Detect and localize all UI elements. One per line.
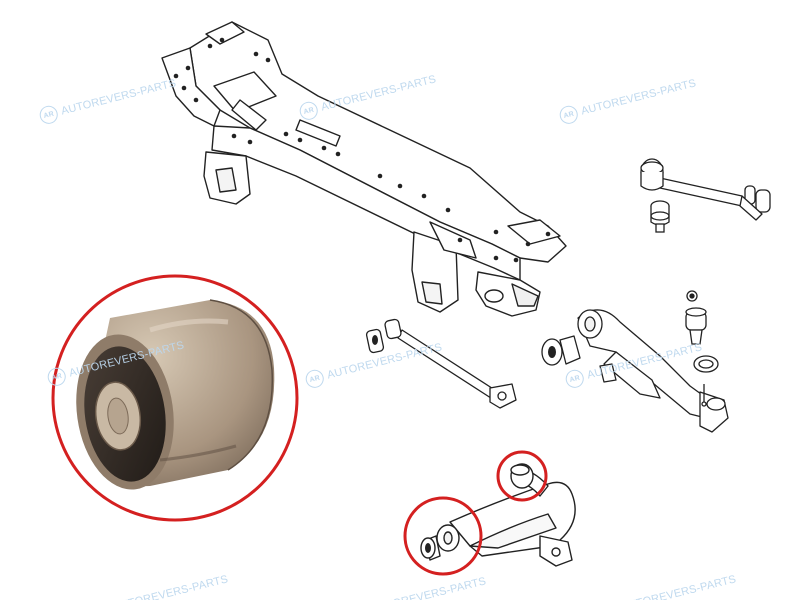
subframe-beam-top bbox=[189, 21, 567, 263]
lateral-link bbox=[365, 318, 517, 409]
highlight-circles bbox=[403, 450, 548, 576]
highlight-circle-upper bbox=[496, 450, 548, 502]
zoom-inset-border bbox=[51, 274, 299, 522]
lower-control-arm-right bbox=[541, 309, 729, 433]
lower-curved-arm bbox=[420, 463, 576, 567]
subframe-left-front bbox=[161, 47, 221, 127]
zoom-inset bbox=[53, 276, 297, 520]
bushing-bore bbox=[107, 397, 129, 435]
small-bushing-stack bbox=[650, 200, 670, 233]
ball-joint-parts bbox=[685, 290, 719, 407]
subframe bbox=[161, 21, 567, 317]
highlight-circle-lower bbox=[403, 496, 483, 576]
upper-right-link bbox=[640, 158, 771, 221]
subframe-holes bbox=[173, 37, 551, 263]
